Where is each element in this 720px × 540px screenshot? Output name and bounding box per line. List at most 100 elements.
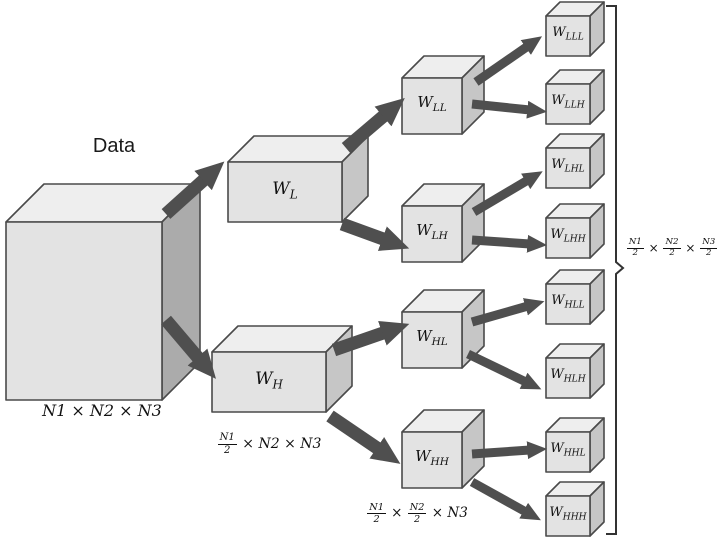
whh-sub: HH	[430, 456, 449, 468]
wlhh-base: W	[550, 227, 564, 242]
data-title-text: Data	[92, 135, 136, 157]
whh-label: WHH	[402, 447, 462, 468]
data-dims-text: N1 × N2 × N3	[42, 401, 162, 420]
fraction-denominator: 2	[414, 514, 421, 526]
fraction-denominator: 2	[632, 247, 639, 258]
wlll-label: WLLL	[546, 25, 590, 43]
fraction-denominator: 2	[705, 247, 712, 258]
wlhl-cube	[545, 133, 605, 189]
arrow-wlh-to-wlhh	[471, 234, 548, 253]
times-sign: ×	[644, 240, 663, 255]
wllh-sub: LLH	[564, 100, 585, 111]
wlh-label: WLH	[402, 221, 462, 242]
data-cube-front-face	[5, 221, 163, 401]
whlh-front-face	[545, 357, 591, 399]
whh-cube	[401, 409, 485, 489]
fraction-denominator: 2	[669, 247, 675, 258]
whhl-base: W	[550, 441, 564, 456]
wlll-front-face	[545, 15, 591, 57]
data-title-label: Data	[82, 135, 146, 158]
wllh-label: WLLH	[546, 93, 590, 111]
wh-base: W	[255, 369, 273, 389]
wlhl-sub: LHL	[564, 164, 585, 175]
data-dims-label: N1 × N2 × N3	[24, 401, 180, 420]
wl-sub: L	[289, 187, 298, 202]
wll-base: W	[417, 93, 433, 111]
wh-label: WH	[212, 369, 326, 392]
arrow-wl-to-wll	[341, 98, 405, 153]
whh-base: W	[415, 447, 431, 465]
fraction-denominator: 2	[224, 444, 231, 456]
whh-front-face	[401, 431, 463, 489]
dimension-bracket	[606, 5, 625, 535]
whhh-base: W	[549, 505, 563, 520]
wl-base: W	[272, 179, 290, 199]
fraction-numerator: N1	[367, 502, 386, 515]
whhh-sub: HHH	[562, 512, 587, 523]
wh-sub: H	[272, 377, 283, 392]
whhh-cube	[545, 481, 605, 537]
wh-front-face	[211, 351, 327, 413]
arrow-wll-to-wllh	[471, 99, 548, 119]
whhh-front-face	[545, 495, 591, 537]
wll-label: WLL	[402, 93, 462, 113]
whl-cube	[401, 289, 485, 369]
wlh-sub: LH	[431, 230, 448, 242]
wlhl-label: WLHL	[546, 157, 590, 175]
whhl-label: WHHL	[546, 441, 590, 459]
fraction-numerator: N2	[663, 237, 681, 249]
wlhl-base: W	[551, 157, 565, 172]
fraction-numerator: N3	[700, 237, 718, 249]
wh-cube	[211, 325, 353, 413]
data-cube-side-face	[161, 183, 201, 401]
whlh-label: WHLH	[546, 367, 590, 385]
wlll-base: W	[552, 25, 566, 40]
arrow-whh-to-whhh	[469, 478, 541, 521]
whh-dims-rest: × N3	[427, 505, 468, 522]
wllh-base: W	[551, 93, 565, 108]
whl-label: WHL	[402, 327, 462, 348]
wlhl-front-face	[545, 147, 591, 189]
wlhh-sub: LHH	[563, 234, 586, 245]
whll-sub: HLL	[564, 300, 585, 311]
whlh-sub: HLH	[563, 374, 586, 385]
whhl-sub: HHL	[563, 448, 586, 459]
wlll-sub: LLL	[565, 32, 584, 43]
wllh-cube	[545, 69, 605, 125]
fraction-numerator: N1	[217, 432, 237, 445]
arrow-whl-to-whll	[470, 298, 545, 327]
whlh-base: W	[550, 367, 564, 382]
fraction-numerator: N2	[407, 502, 427, 515]
arrow-data-to-wh	[161, 315, 216, 379]
arrow-wh-to-whl	[331, 320, 410, 357]
whhh-label: WHHH	[546, 505, 590, 523]
wlll-cube	[545, 1, 605, 57]
arrow-wh-to-whh	[326, 410, 401, 464]
wlhh-cube	[545, 203, 605, 259]
whll-base: W	[551, 293, 565, 308]
arrow-wl-to-wlh	[339, 217, 410, 251]
arrow-whl-to-whlh	[466, 349, 542, 390]
whl-front-face	[401, 311, 463, 369]
whll-cube	[545, 269, 605, 325]
whl-base: W	[416, 327, 432, 345]
arrow-data-to-wl	[161, 161, 225, 219]
wl-label: WL	[228, 179, 342, 202]
whl-sub: HL	[431, 336, 448, 348]
arrow-whh-to-whhl	[471, 441, 548, 460]
whll-front-face	[545, 283, 591, 325]
whlh-cube	[545, 343, 605, 399]
fraction-numerator: N1	[626, 237, 644, 249]
whll-label: WHLL	[546, 293, 590, 311]
wh-dims-rest: × N2 × N3	[237, 436, 322, 453]
